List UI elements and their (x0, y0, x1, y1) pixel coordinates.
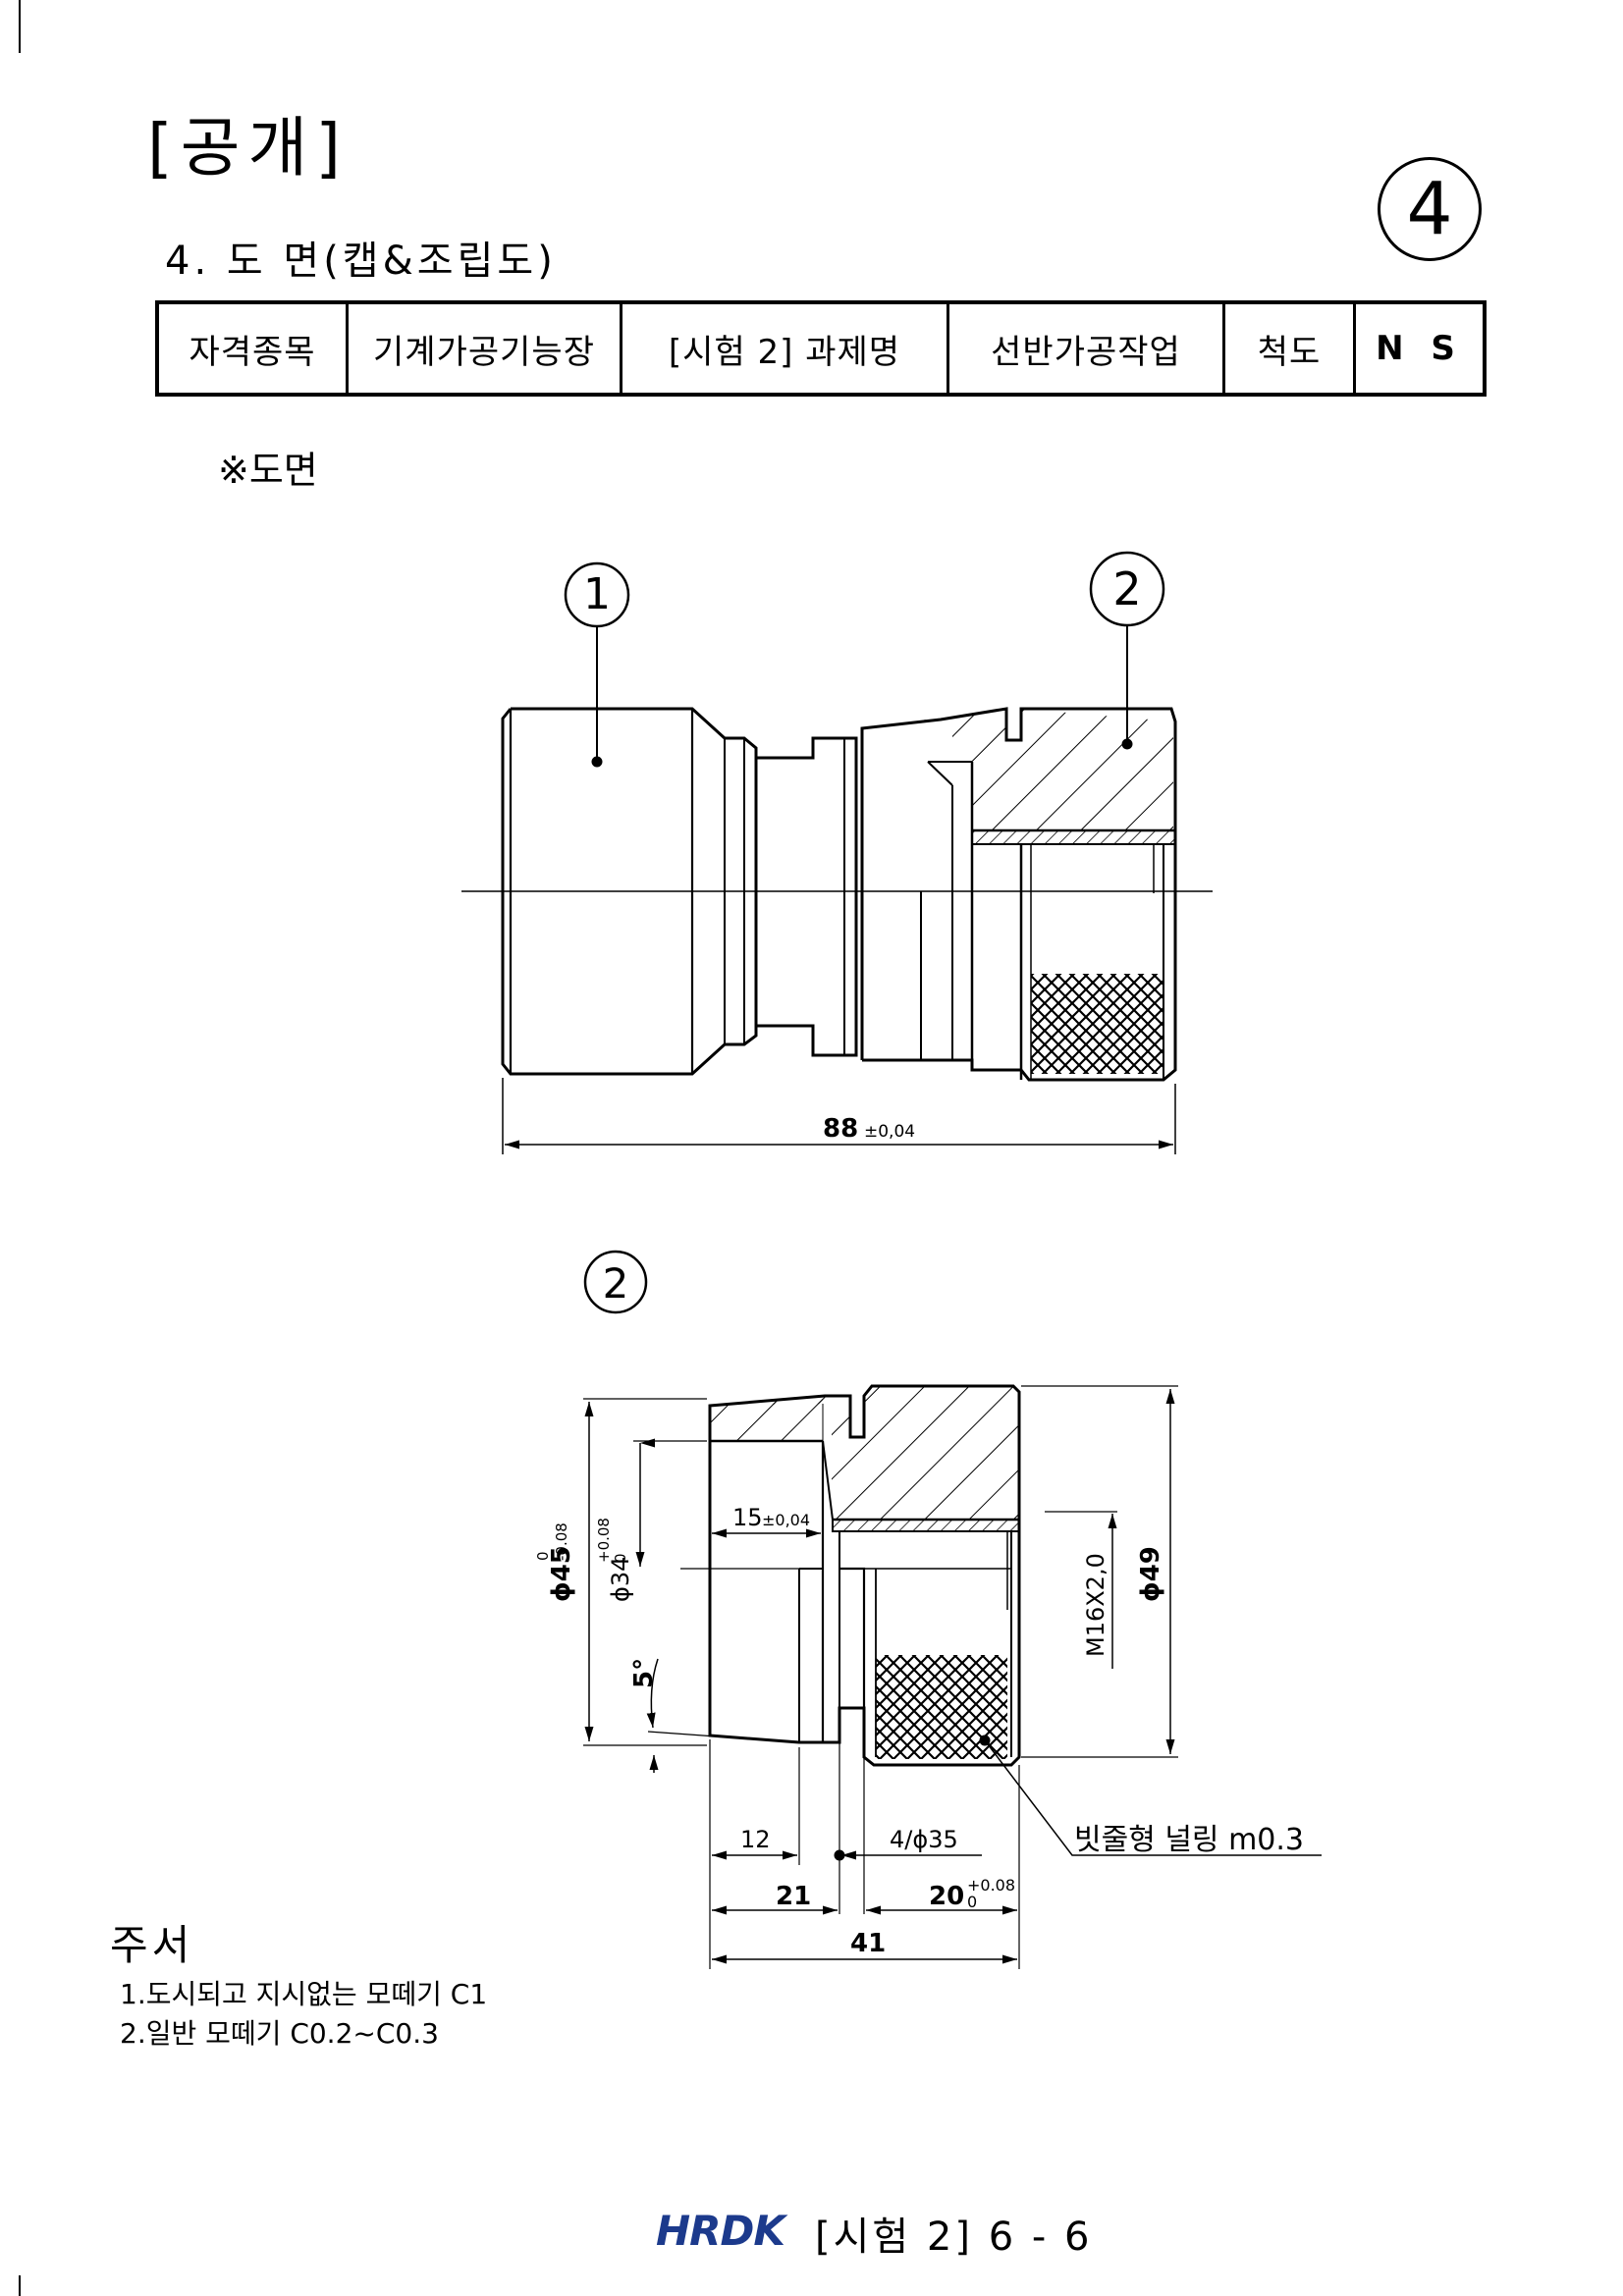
balloon-1 (564, 561, 630, 628)
dim-dia45-tol-lower: -0.08 (553, 1522, 570, 1561)
info-cell-scale-label: 척도 (1222, 300, 1356, 397)
dim-15: 15 (732, 1504, 763, 1531)
dim-88-tolerance: ±0,04 (864, 1122, 915, 1142)
dim-20: 20 (929, 1882, 964, 1911)
dim-dia49: ϕ49 (1136, 1546, 1165, 1602)
detail-balloon-2-label: 2 (603, 1259, 629, 1308)
note-item-1: 1.도시되고 지시없는 모떼기 C1 (120, 1978, 488, 2010)
dim-41: 41 (850, 1929, 886, 1958)
dim-21: 21 (776, 1882, 811, 1911)
sheet-number-badge: 4 (1378, 157, 1482, 261)
part-2-nut (860, 551, 1177, 1082)
info-cell-exam-type-label: 자격종목 (155, 300, 349, 397)
part-1-cap (501, 561, 858, 1076)
info-cell-task-label: [시험 2] 과제명 (620, 300, 949, 397)
hrdk-logo: HRDK (656, 2207, 785, 2255)
dim-20-tol-lower: 0 (967, 1893, 977, 1911)
dim-20-tol-upper: +0.08 (967, 1876, 1015, 1895)
info-cell-task: 선반가공작업 (947, 300, 1225, 397)
dim-88-value: 88 (823, 1114, 858, 1144)
crop-mark-top-left (19, 0, 21, 53)
dim-12: 12 (740, 1826, 771, 1853)
balloon-1-label: 1 (583, 569, 611, 619)
note-item-2: 2.일반 모떼기 C0.2~C0.3 (120, 2017, 439, 2050)
crop-mark-bottom-left (19, 2275, 21, 2296)
balloon-2-label: 2 (1112, 562, 1141, 615)
info-cell-exam-type: 기계가공기능장 (346, 300, 622, 397)
dim-thread-m16: M16X2,0 (1082, 1553, 1109, 1657)
dim-dia34-tol-lower: 0 (612, 1553, 629, 1563)
footer-page-number: [시험 2] 6 - 6 (815, 2215, 1093, 2260)
info-table: 자격종목 기계가공기능장 [시험 2] 과제명 선반가공작업 척도 N S (155, 300, 1487, 397)
page-header-title: [공개] (147, 110, 349, 186)
section-title: 4. 도 면(캡&조립도) (165, 239, 557, 284)
dim-15-tol: ±0,04 (762, 1511, 810, 1529)
dim-dia34-tol-upper: +0.08 (595, 1518, 613, 1563)
notes-title: 주서 (110, 1921, 194, 1969)
assembly-view (461, 551, 1213, 1154)
dim-angle-5: 5° (629, 1658, 659, 1688)
balloon-2 (1089, 551, 1165, 627)
dim-groove: 4/ϕ35 (890, 1826, 958, 1853)
knurl-pattern-assembly (1031, 974, 1163, 1074)
knurl-note: 빗줄형 널링 m0.3 (1074, 1823, 1304, 1857)
detail-balloon-2 (583, 1250, 648, 1314)
part-2-detail-view (583, 1250, 1322, 1969)
drawing-heading: ※도면 (218, 449, 318, 492)
dim-dia45-tol-upper: 0 (534, 1551, 552, 1561)
dim-dia45: ϕ45 (547, 1546, 576, 1602)
info-cell-scale: N S (1353, 300, 1487, 397)
dim-dia34: ϕ34 (607, 1557, 634, 1602)
